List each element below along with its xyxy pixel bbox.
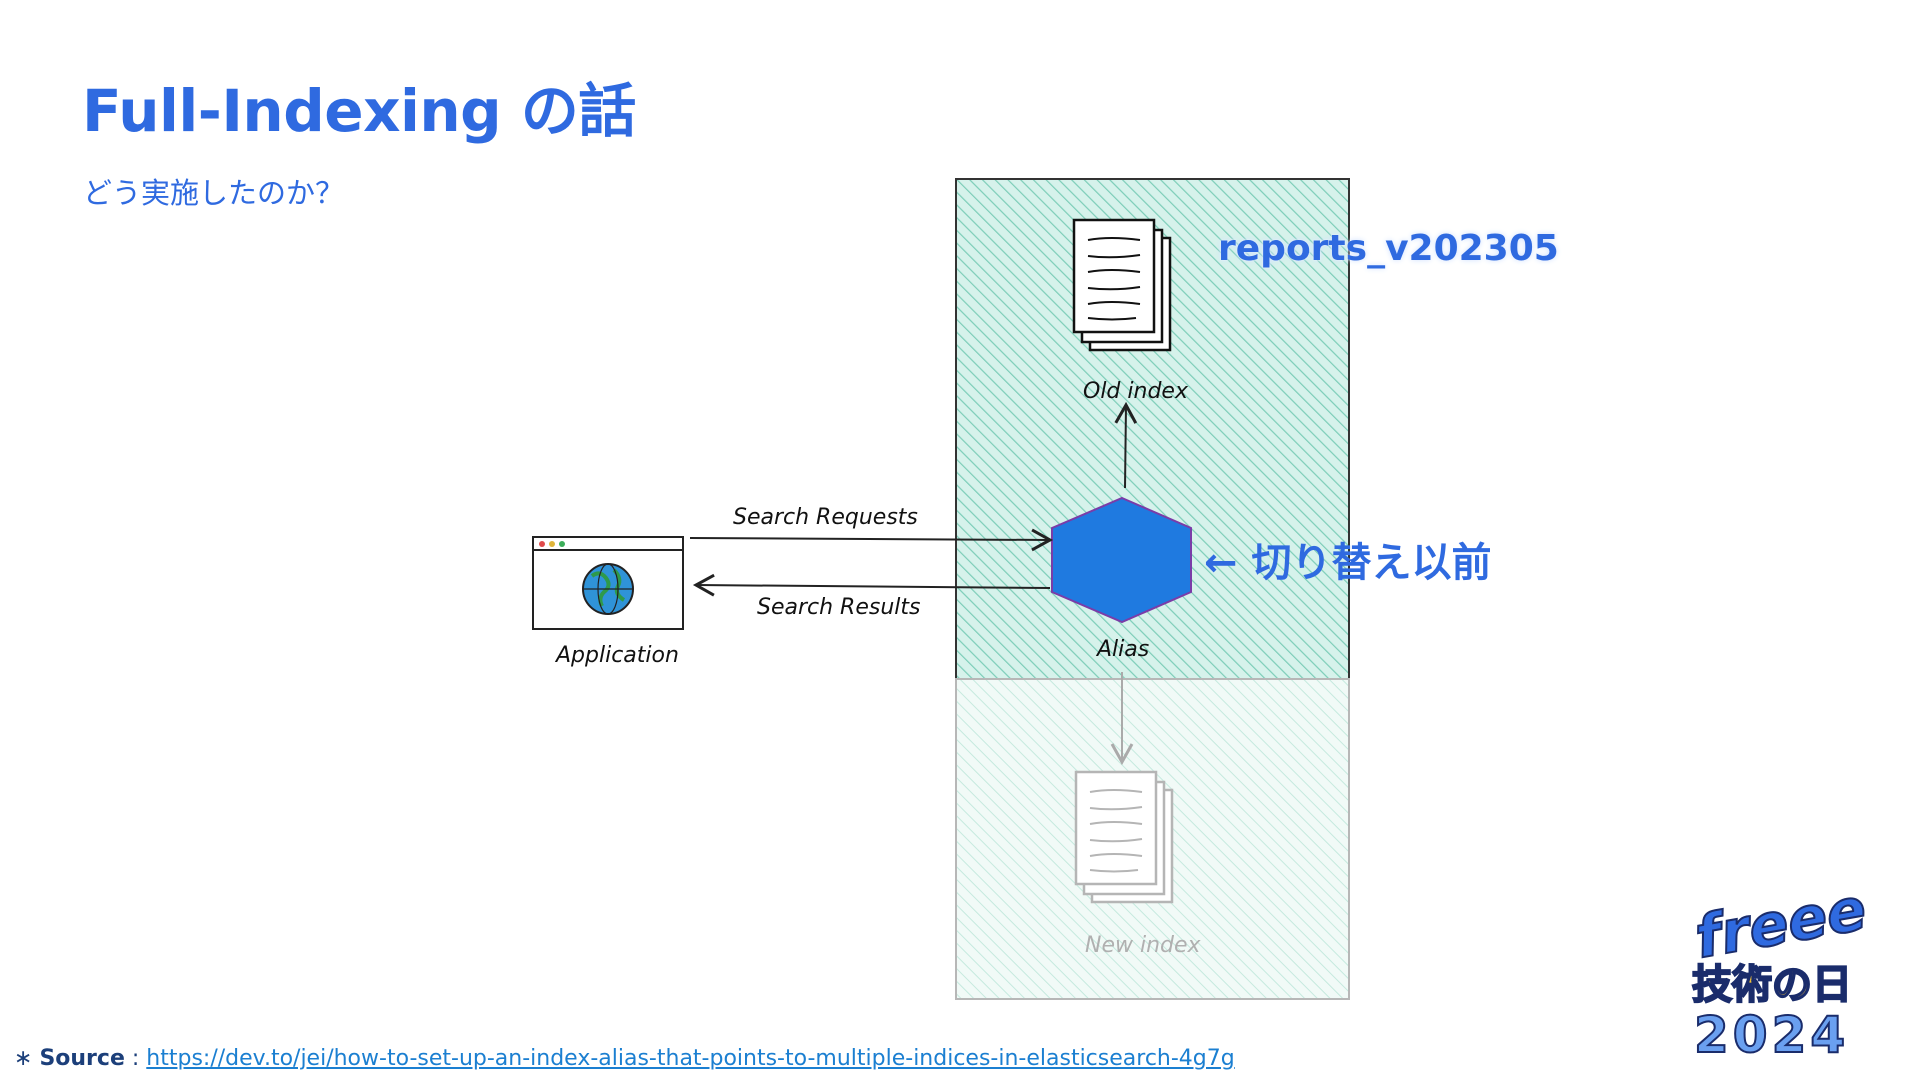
- source-marker: ∗: [14, 1046, 33, 1071]
- page-subtitle: どう実施したのか？: [83, 176, 345, 210]
- old-index-label: Old index: [1083, 379, 1189, 404]
- index-name-label: reports_v202305: [1218, 228, 1559, 269]
- old-index-icon: [1072, 218, 1172, 352]
- source-separator: :: [124, 1046, 147, 1071]
- logo-freee-text: freee: [1690, 880, 1871, 972]
- switch-note: ← 切り替え以前: [1204, 540, 1492, 586]
- new-index-icon: [1074, 770, 1174, 904]
- logo-tech-day-text: 技術の日: [1692, 962, 1852, 1008]
- alias-to-old-index-arrow: [1114, 401, 1138, 489]
- search-requests-arrow: [689, 528, 1054, 552]
- globe-icon: [582, 563, 634, 615]
- search-results-arrow: [692, 573, 1051, 597]
- source-citation: ∗ Source : https://dev.to/jei/how-to-set…: [14, 1046, 1235, 1071]
- page-title: Full-Indexing の話: [82, 77, 636, 145]
- application-label: Application: [554, 643, 679, 668]
- search-requests-label: Search Requests: [733, 505, 918, 530]
- alias-hexagon: [1051, 496, 1192, 624]
- source-link[interactable]: https://dev.to/jei/how-to-set-up-an-inde…: [146, 1046, 1235, 1071]
- freee-tech-day-logo: freee 技術の日 2024: [1689, 880, 1872, 1060]
- new-index-label: New index: [1085, 933, 1202, 958]
- alias-label: Alias: [1095, 637, 1149, 662]
- logo-year-text: 2024: [1694, 1006, 1849, 1060]
- source-label: Source: [39, 1046, 125, 1071]
- search-results-label: Search Results: [757, 595, 921, 620]
